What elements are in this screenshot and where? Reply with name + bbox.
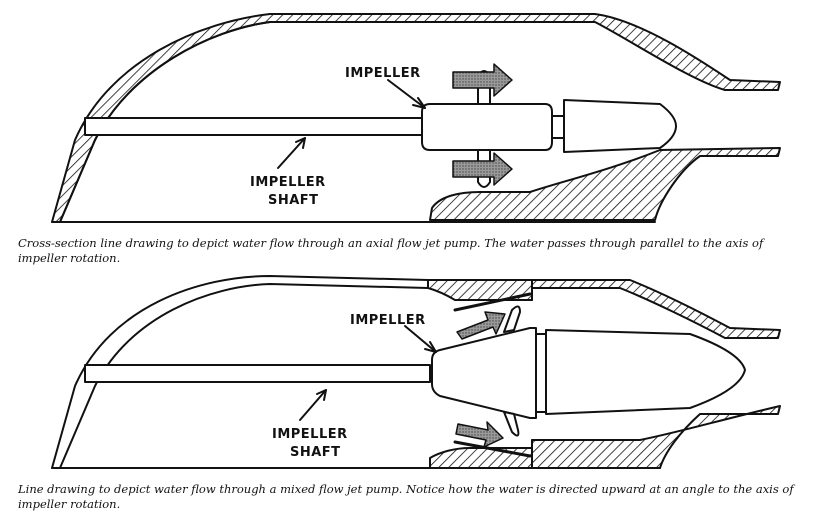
impeller-leader-line — [404, 325, 437, 353]
impeller-blade-top — [503, 305, 521, 333]
housing-bottom-wall — [429, 147, 781, 221]
flow-arrow-top — [452, 63, 513, 97]
shaft-leader-line — [299, 389, 327, 421]
hub-connector — [535, 333, 547, 413]
axial-pump-drawing: IMPELLER IMPELLER SHAFT — [51, 13, 781, 223]
impeller-leader-arrowhead — [412, 97, 426, 109]
wear-ring-bottom — [453, 440, 532, 458]
impeller-leader-arrowhead — [424, 341, 437, 353]
impeller-shaft — [84, 364, 431, 383]
mixed-pump-drawing: IMPELLER IMPELLER SHAFT — [51, 275, 781, 469]
mixed-flow-diagram: IMPELLER IMPELLER SHAFT — [0, 272, 821, 482]
shaft-label-line2: SHAFT — [290, 445, 341, 460]
axial-flow-diagram: IMPELLER IMPELLER SHAFT — [0, 0, 821, 235]
shaft-leader-arrowhead — [316, 389, 327, 401]
shaft-label-line1: IMPELLER — [272, 427, 348, 442]
nozzle-cone — [545, 329, 746, 415]
impeller-leader-line — [387, 79, 426, 109]
shaft-label-line1: IMPELLER — [250, 175, 326, 190]
impeller-shaft — [84, 117, 426, 136]
impeller-label: IMPELLER — [350, 313, 426, 328]
shaft-leader-arrowhead — [295, 137, 306, 149]
flow-arrow-bottom — [452, 152, 513, 186]
flow-arrow-bottom — [455, 421, 504, 448]
hub-connector — [551, 115, 565, 139]
shaft-leader-line — [277, 137, 306, 169]
impeller-hub — [421, 103, 553, 151]
housing-top-wall — [427, 279, 781, 339]
mixed-caption: Line drawing to depict water flow throug… — [18, 482, 794, 511]
axial-caption: Cross-section line drawing to depict wat… — [18, 236, 764, 265]
wear-ring-top — [453, 292, 532, 312]
nozzle-cone — [563, 99, 677, 153]
impeller-blade-bottom — [503, 411, 520, 437]
flow-arrow-top — [456, 311, 506, 340]
impeller-hub — [431, 327, 537, 419]
shaft-label-line2: SHAFT — [268, 193, 319, 208]
impeller-label: IMPELLER — [345, 66, 421, 81]
